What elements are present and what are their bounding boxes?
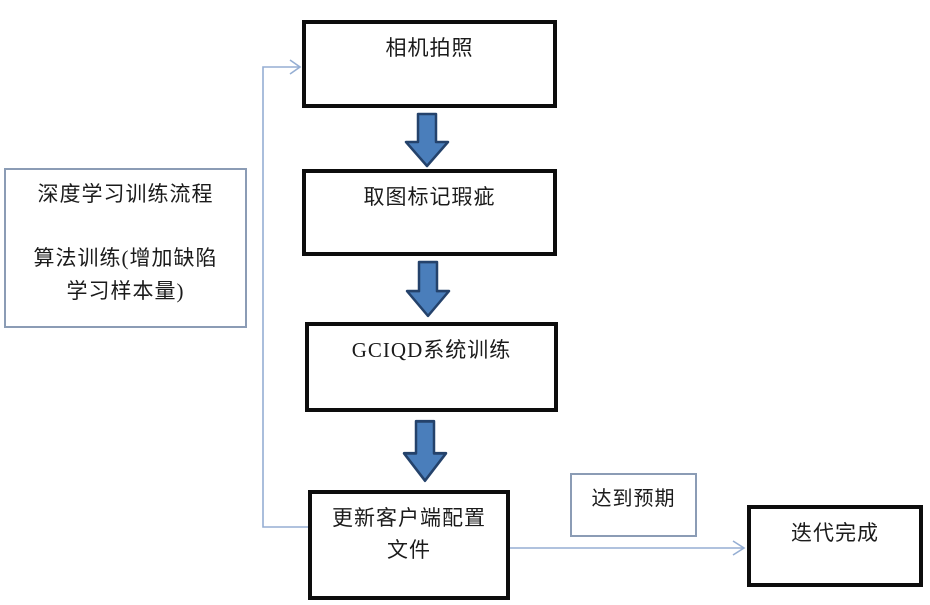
flow-step-update-config-line2: 文件 xyxy=(387,538,431,562)
flow-step-iteration-complete: 迭代完成 xyxy=(747,505,923,587)
flow-step-camera-photo-label: 相机拍照 xyxy=(385,36,474,60)
arrowhead-right-icon xyxy=(289,59,302,75)
note-line-3: 学习样本量) xyxy=(66,279,185,303)
flow-step-mark-defects-label: 取图标记瑕疵 xyxy=(363,185,496,209)
flow-step-update-config: 更新客户端配置 文件 xyxy=(308,490,510,600)
result-connector xyxy=(510,540,746,556)
condition-box-expectation-met-label: 达到预期 xyxy=(591,488,676,510)
flow-step-iteration-complete-label: 迭代完成 xyxy=(791,521,879,545)
note-line-2: 算法训练(增加缺陷 xyxy=(33,246,218,270)
arrowhead-right-icon xyxy=(732,540,746,556)
note-blank-line xyxy=(6,211,245,242)
condition-box-expectation-met: 达到预期 xyxy=(570,473,697,537)
block-arrow-down-icon xyxy=(402,419,448,483)
feedback-loop-connector xyxy=(262,59,308,528)
block-arrow-down-icon xyxy=(404,112,450,168)
note-box-training-process: 深度学习训练流程 算法训练(增加缺陷 学习样本量) xyxy=(4,168,247,328)
flow-step-update-config-line1: 更新客户端配置 xyxy=(332,506,486,530)
note-line-1: 深度学习训练流程 xyxy=(37,182,214,206)
flow-step-system-training-label: GCIQD系统训练 xyxy=(351,338,512,362)
flow-step-system-training: GCIQD系统训练 xyxy=(305,322,558,412)
flow-step-camera-photo: 相机拍照 xyxy=(302,20,557,108)
block-arrow-down-icon xyxy=(405,260,451,318)
flow-step-mark-defects: 取图标记瑕疵 xyxy=(302,169,557,256)
